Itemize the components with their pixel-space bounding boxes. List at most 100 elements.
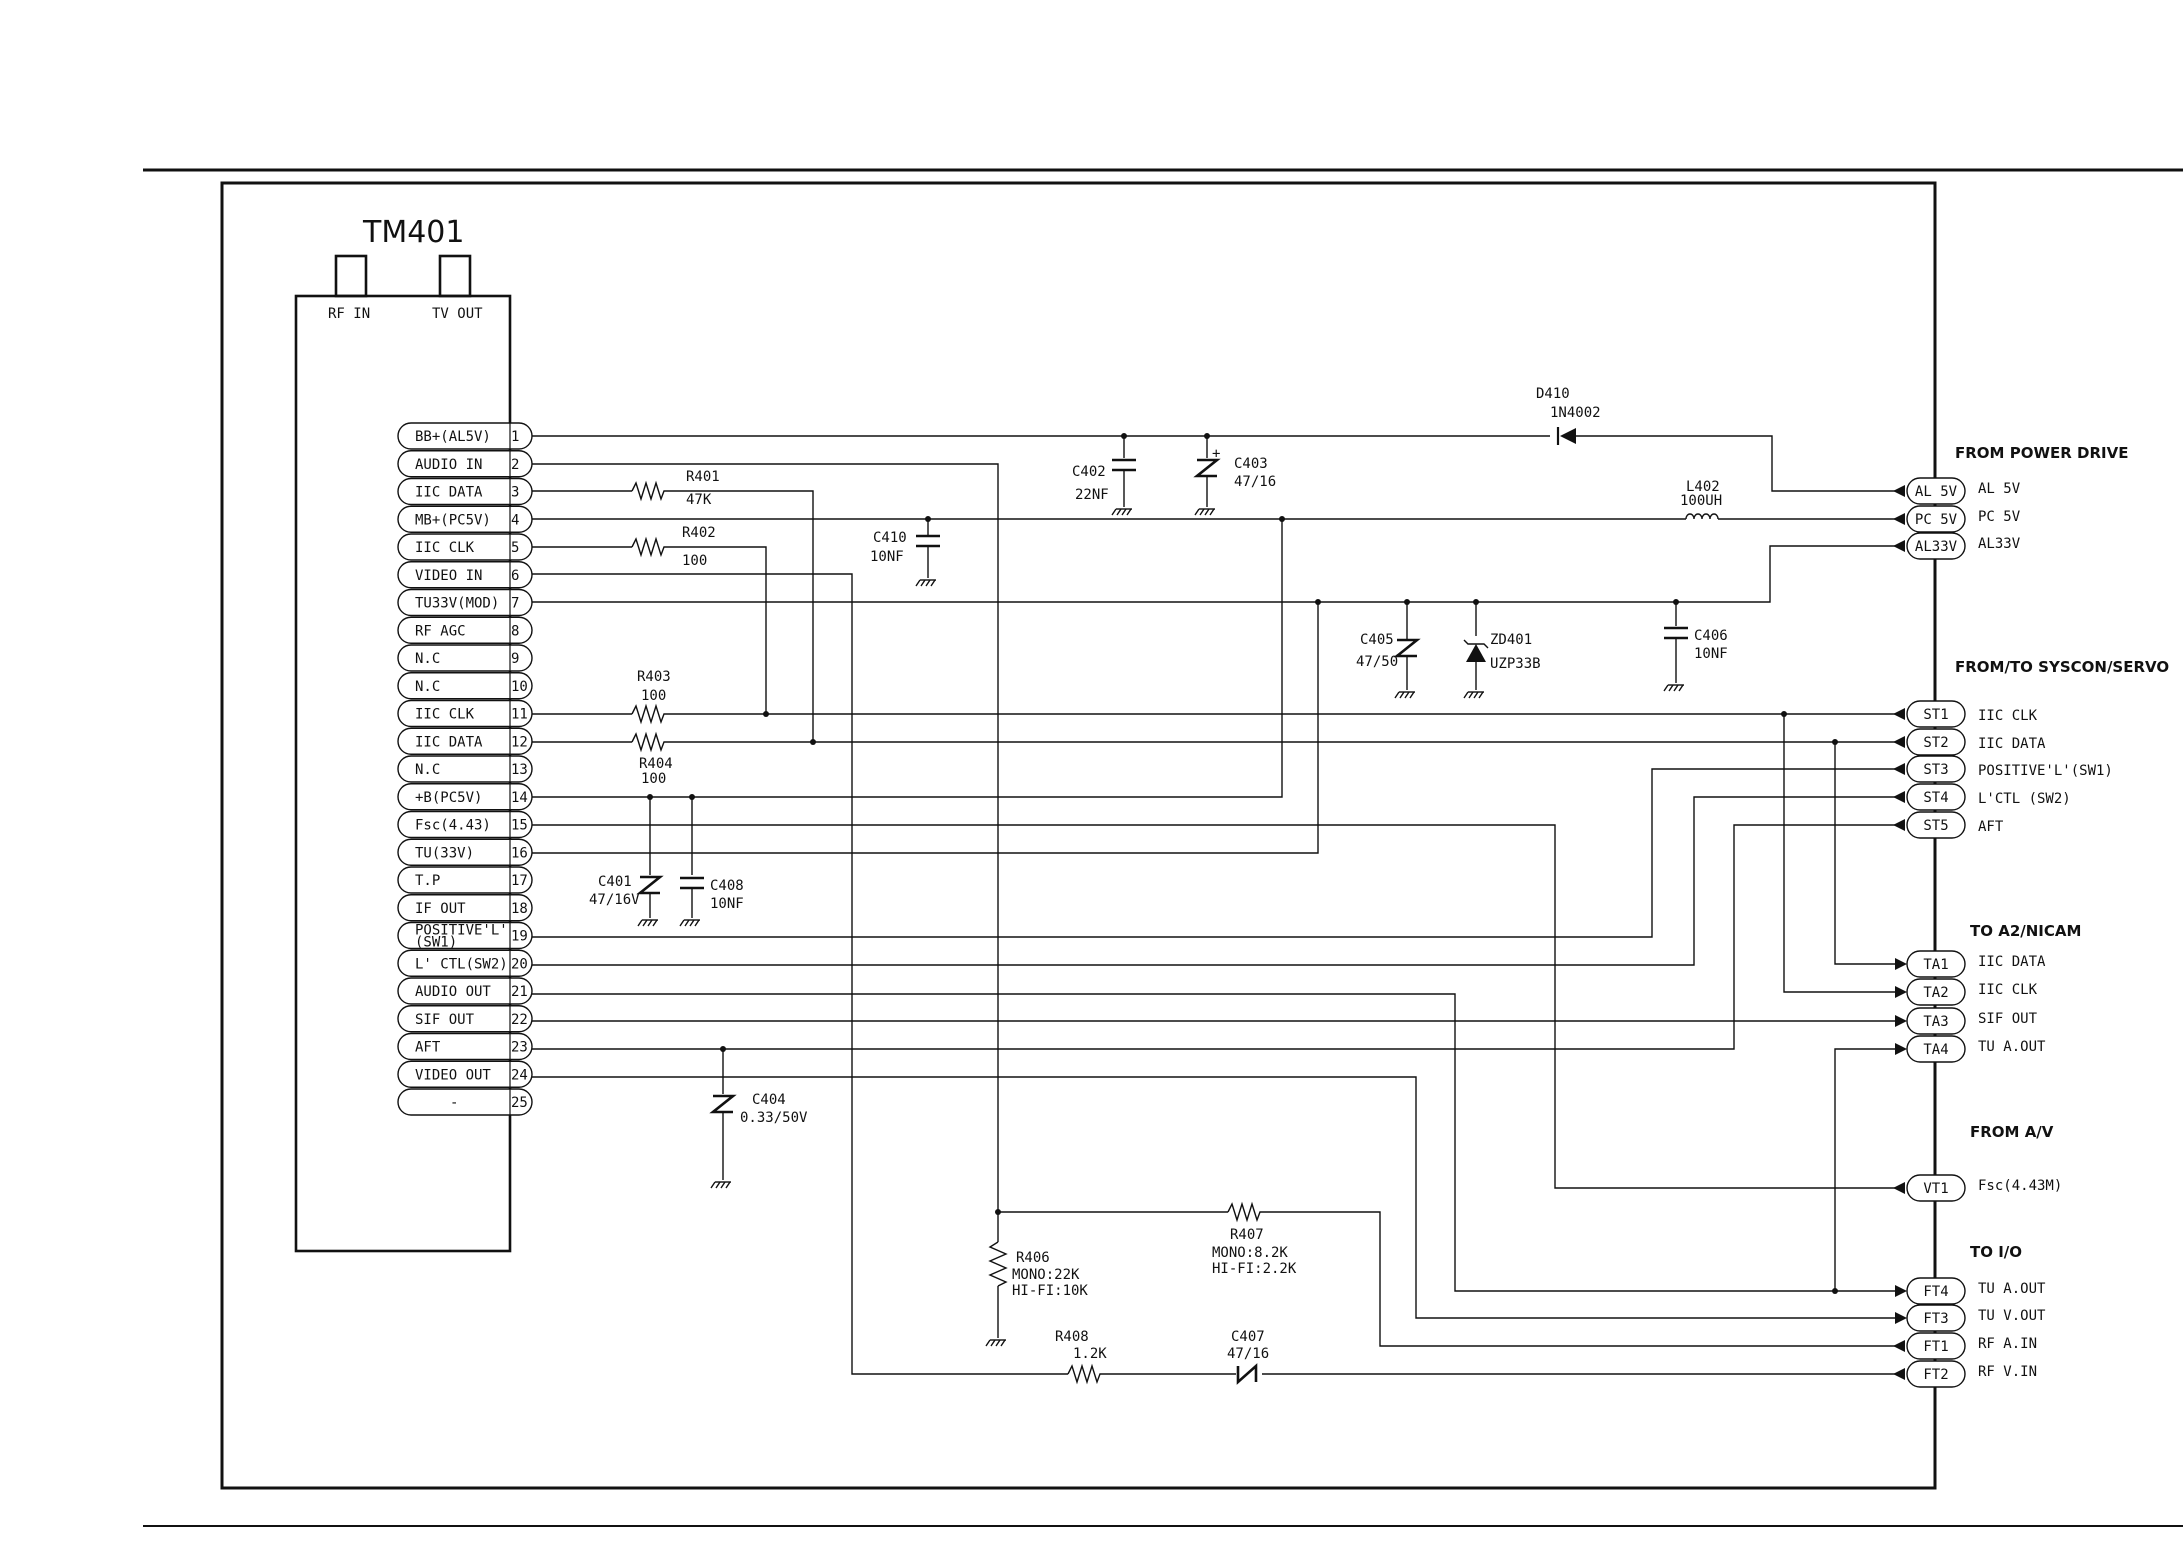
value2-r407: HI-FI:2.2K: [1212, 1261, 1297, 1277]
pin-label: +B(PC5V): [415, 790, 482, 806]
pin-15: Fsc(4.43)15: [397, 810, 533, 839]
section-title: FROM A/V: [1970, 1123, 2054, 1141]
connector-tag: [1906, 755, 1966, 783]
connector-ft4: FT4 TU A.OUT: [1895, 1277, 2046, 1305]
connector-id: VT1: [1923, 1181, 1948, 1197]
pin-number: 22: [511, 1012, 528, 1028]
resistor-r407: [1227, 1201, 1264, 1223]
net-iic-data-ta1: [1834, 742, 1905, 965]
value2-r406: HI-FI:10K: [1012, 1283, 1088, 1299]
connector-id: FT4: [1923, 1284, 1948, 1300]
ref-r408: R408: [1055, 1329, 1089, 1345]
net-tu-33v: [532, 602, 1319, 854]
connector-id: FT1: [1923, 1339, 1948, 1355]
pin-label: SIF OUT: [415, 1012, 475, 1028]
grounds: [637, 508, 1684, 1347]
pin-label: N.C: [415, 679, 440, 695]
junction-dot: [1781, 711, 1787, 717]
ground-symbol: [1394, 691, 1415, 699]
connector-desc: Fsc(4.43M): [1978, 1178, 2062, 1194]
pin-label-box: [397, 866, 533, 894]
net-bb-al5v: [532, 435, 1905, 492]
pin-25: -25: [397, 1088, 533, 1116]
junction-dot: [1315, 599, 1321, 605]
resistor-r401: [631, 480, 668, 502]
junction-dot: [1832, 739, 1838, 745]
connector-tag: [1906, 1360, 1966, 1388]
pin-number: 21: [511, 984, 528, 1000]
net-b-pc5v: [532, 519, 1283, 798]
pin-label: Fsc(4.43): [415, 818, 491, 834]
pin-label: RF AGC: [415, 623, 466, 639]
connector-desc: TU V.OUT: [1978, 1308, 2046, 1324]
pin-label-box: [397, 921, 533, 950]
value-c402: 22NF: [1075, 487, 1109, 503]
ref-l402: L402: [1686, 479, 1720, 495]
rf-in-label: RF IN: [328, 306, 370, 322]
value-c408: 10NF: [710, 896, 744, 912]
capacitor-c410: [916, 534, 940, 578]
connector-tag: [1906, 477, 1966, 505]
connector-desc: TU A.OUT: [1978, 1281, 2046, 1297]
ref-r404: R404: [639, 756, 673, 772]
capacitor-c408: [680, 876, 704, 918]
wiring: [532, 435, 1905, 1375]
capacitor-c403: +: [1193, 446, 1221, 507]
module-name: TM401: [362, 215, 464, 250]
value-r404: 100: [641, 771, 666, 787]
section-title: FROM POWER DRIVE: [1955, 444, 2128, 462]
connector-id: ST4: [1923, 790, 1948, 806]
value-c403: 47/16: [1234, 474, 1276, 490]
pin-label: TU33V(MOD): [415, 596, 499, 612]
junction-dot: [1473, 599, 1479, 605]
tv-out-label: TV OUT: [432, 306, 483, 322]
pin-1: BB+(AL5V)1: [397, 422, 533, 450]
pin-label-box: [397, 644, 533, 672]
ground-symbol: [1111, 508, 1132, 516]
connector-tag: [1906, 978, 1966, 1006]
pin-number: 4: [511, 512, 519, 528]
section-title: FROM/TO SYSCON/SERVO: [1955, 658, 2169, 676]
ref-r407: R407: [1230, 1227, 1264, 1243]
resistor-r408: [1067, 1363, 1104, 1385]
net-tu33v: [532, 545, 1905, 603]
pin-number: 2: [511, 457, 519, 473]
connector-tag: [1906, 532, 1966, 560]
pin-label-box: [397, 755, 533, 783]
pin-number: 12: [511, 734, 528, 750]
connector-desc: PC 5V: [1978, 509, 2021, 525]
connector-id: AL33V: [1915, 539, 1958, 555]
value-r401: 47K: [686, 492, 712, 508]
connector-id: TA4: [1923, 1042, 1948, 1058]
resistor-r404: [631, 731, 668, 753]
pin-16: TU(33V)16: [397, 838, 533, 866]
pin-number: 6: [511, 568, 519, 584]
ground-symbol: [1463, 691, 1484, 699]
connector-id: ST5: [1923, 818, 1948, 834]
net-l-ctl: [532, 796, 1905, 966]
pin-14: +B(PC5V)14: [397, 783, 533, 811]
value-r402: 100: [682, 553, 707, 569]
pin-label-box: [397, 949, 533, 977]
resistor-r403: [631, 703, 668, 725]
connector-desc: IIC CLK: [1978, 982, 2038, 998]
pin-number: 24: [511, 1067, 528, 1083]
net-rf-a-in: [998, 1211, 1905, 1347]
